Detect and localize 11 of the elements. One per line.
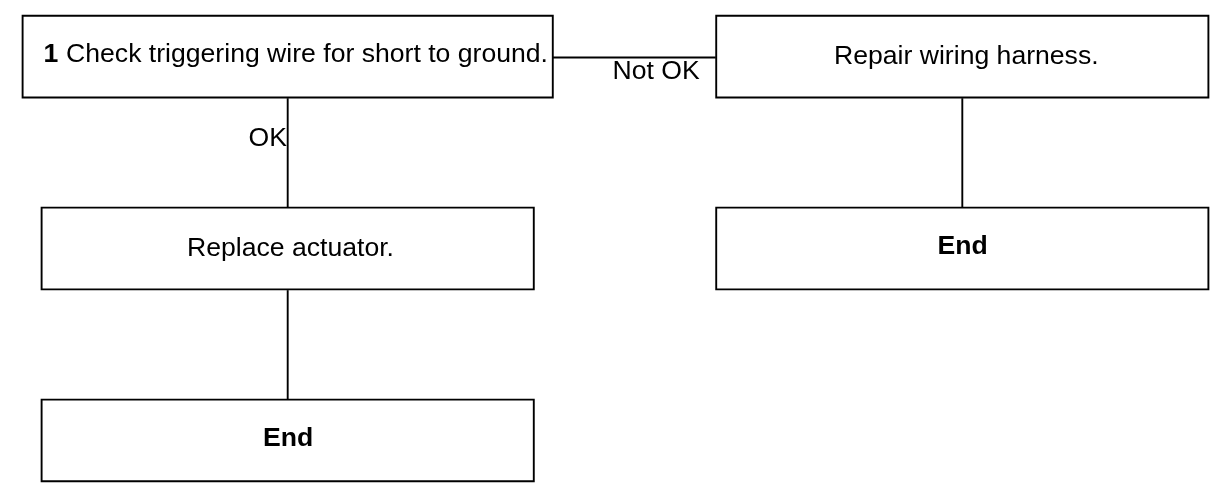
connector bbox=[961, 97, 964, 209]
node-box: Replace actuator. bbox=[40, 206, 535, 291]
edge-label: OK bbox=[248, 121, 287, 152]
node-box: End bbox=[715, 206, 1210, 291]
connector bbox=[286, 97, 289, 209]
connector bbox=[551, 56, 717, 59]
node-box: 1 Check triggering wire for short to ground. bbox=[21, 14, 554, 99]
edge-label: Not OK bbox=[612, 54, 700, 85]
node-box: Repair wiring harness. bbox=[715, 14, 1210, 99]
connector bbox=[286, 289, 289, 401]
node-box: End bbox=[40, 398, 535, 483]
